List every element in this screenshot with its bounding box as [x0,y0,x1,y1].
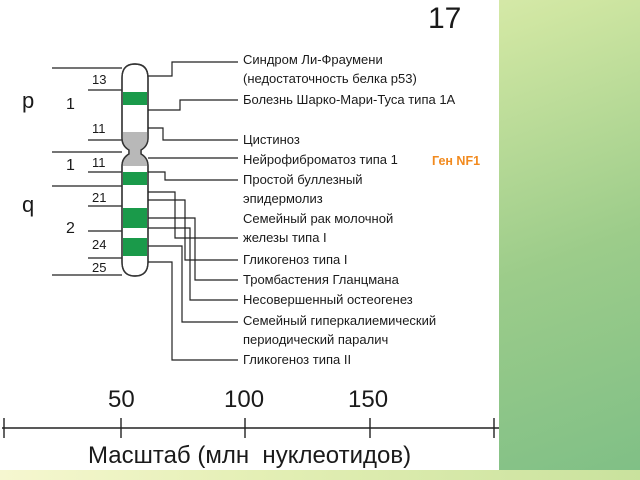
band-label: 11 [92,121,106,136]
scale-bar: 50 100 150 Масштаб (млн нуклеотидов) [2,386,499,469]
chromosome-number: 17 [428,2,461,35]
bottom-decor-strip [0,470,640,480]
arm-p-label: p [22,88,34,113]
disease-label: Цистиноз [243,132,300,147]
disease-label: Несовершенный остеогенез [243,292,413,307]
scale-tick-label: 100 [224,386,264,413]
disease-label: Тромбастения Гланцмана [243,272,400,287]
disease-label: Простой буллезный [243,172,362,187]
disease-label: эпидермолиз [243,191,323,206]
disease-label: Семейный гиперкалиемический [243,313,436,328]
disease-list: Синдром Ли-Фраумени (недостаточность бел… [243,52,456,367]
slide-panel: 17 p q 1 1 2 13 11 11 21 24 25 [0,0,499,470]
centromere [122,132,148,166]
chromosome-diagram: 17 p q 1 1 2 13 11 11 21 24 25 [2,2,499,469]
scale-title: Масштаб (млн нуклеотидов) [88,442,411,469]
region-q1-label: 1 [66,157,75,174]
disease-label: Гликогеноз типа I [243,252,347,267]
arm-q-label: q [22,192,34,217]
band-label: 13 [92,72,106,87]
band-label: 25 [92,260,106,275]
region-q2-label: 2 [66,220,75,237]
connector-lines [148,61,238,361]
disease-label: (недостаточность белка p53) [243,71,417,86]
chromosome-band [123,238,147,256]
chromosome-band [123,208,147,228]
chromosome-band [123,92,147,105]
disease-label: Нейрофиброматоз типа 1 [243,152,398,167]
disease-label: Синдром Ли-Фраумени [243,52,383,67]
disease-label: Гликогеноз типа II [243,352,351,367]
disease-label: железы типа I [243,230,327,245]
scale-tick-label: 150 [348,386,388,413]
band-label: 11 [92,155,106,170]
chromosome-band [123,172,147,185]
band-label: 24 [92,237,106,252]
disease-label: периодический паралич [243,332,388,347]
disease-label: Семейный рак молочной [243,211,393,226]
disease-label: Болезнь Шарко-Мари-Туса типа 1А [243,92,456,107]
region-p1-label: 1 [66,96,75,113]
region-divider-lines [52,67,122,276]
gene-nf1-label: Ген NF1 [432,154,480,168]
chromosome-body [121,63,149,277]
band-tick-lines [88,89,122,259]
band-label: 21 [92,190,106,205]
scale-tick-label: 50 [108,386,135,413]
